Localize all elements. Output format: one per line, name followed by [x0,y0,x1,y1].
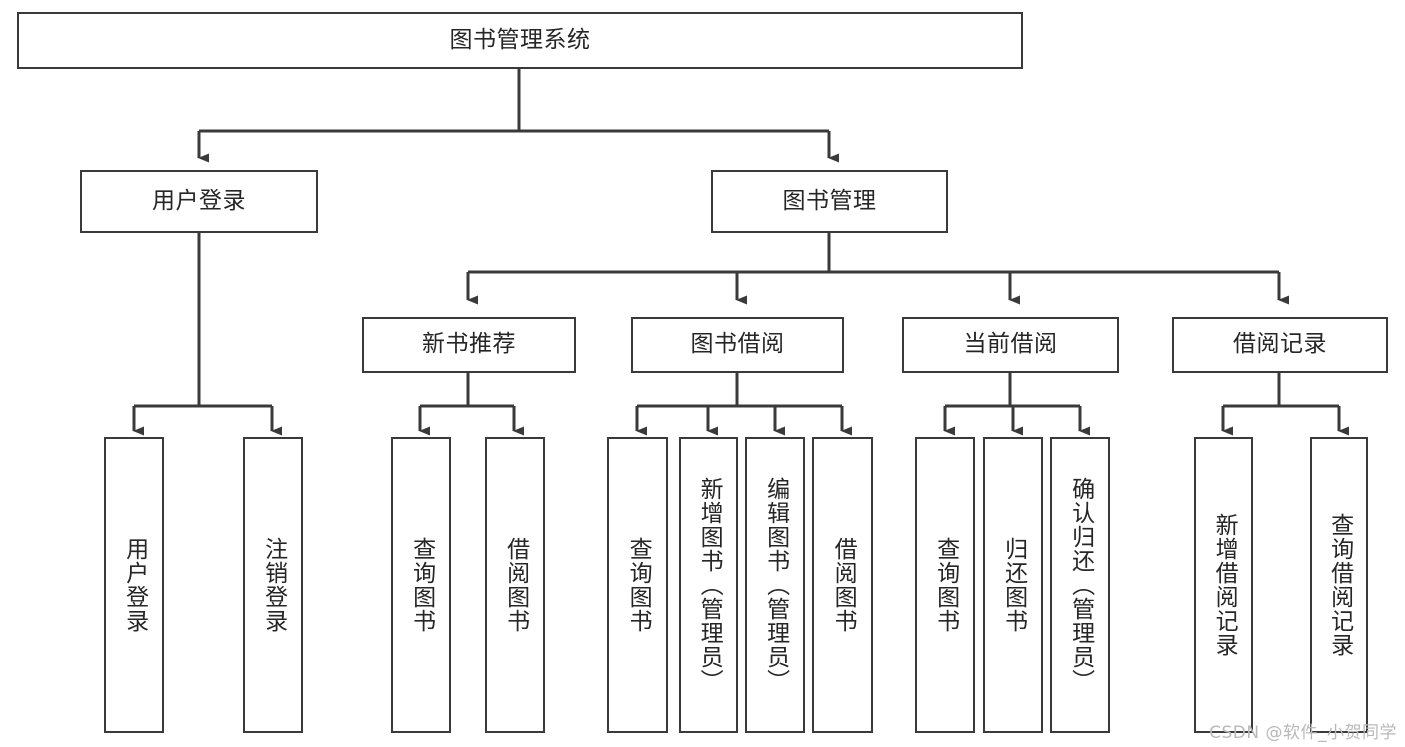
node-borrow-records[interactable]: 借阅记录 [1172,317,1388,373]
leaf-confirm-return-admin[interactable]: 确认归还（管理员） [1050,437,1110,733]
watermark-text: CSDN @软件_小贺同学 [1209,723,1397,743]
node-label: 查询借阅记录 [1326,513,1353,657]
leaf-user-login[interactable]: 用户登录 [104,437,164,733]
node-label: 查询图书 [408,537,435,633]
node-book-borrow[interactable]: 图书借阅 [631,317,844,373]
leaf-return-book[interactable]: 归还图书 [983,437,1043,733]
leaf-logout[interactable]: 注销登录 [243,437,303,733]
node-book-management[interactable]: 图书管理 [711,170,948,233]
node-label: 归还图书 [1000,537,1027,633]
node-label: 注销登录 [260,537,287,633]
node-label: 编辑图书（管理员） [762,477,789,693]
node-label: 图书管理 [782,187,877,214]
node-user-login[interactable]: 用户登录 [80,170,318,233]
leaf-query-book-current[interactable]: 查询图书 [915,437,975,733]
node-label: 新增图书（管理员） [696,477,723,693]
node-label: 新书推荐 [422,331,516,358]
leaf-add-book-admin[interactable]: 新增图书（管理员） [679,437,738,733]
node-label: 当前借阅 [963,331,1058,358]
node-label: 图书借阅 [690,331,785,358]
leaf-borrow-book[interactable]: 借阅图书 [812,437,873,733]
node-label: 用户登录 [152,187,246,214]
leaf-query-book-newbook[interactable]: 查询图书 [391,437,451,733]
leaf-query-borrow-record[interactable]: 查询借阅记录 [1310,437,1368,733]
leaf-query-book-borrow[interactable]: 查询图书 [607,437,668,733]
leaf-borrow-book-newbook[interactable]: 借阅图书 [485,437,545,733]
node-label: 新增借阅记录 [1211,513,1238,657]
node-label: 借阅图书 [502,537,529,633]
node-root-system[interactable]: 图书管理系统 [17,12,1023,69]
leaf-edit-book-admin[interactable]: 编辑图书（管理员） [745,437,805,733]
node-label: 查询图书 [932,537,959,633]
node-new-book-recommend[interactable]: 新书推荐 [362,317,576,373]
node-label: 借阅图书 [830,537,857,633]
node-label: 确认归还（管理员） [1067,477,1094,693]
node-label: 查询图书 [625,537,652,633]
node-label: 用户登录 [121,537,148,633]
node-current-borrow[interactable]: 当前借阅 [902,317,1119,373]
node-label: 图书管理系统 [449,26,591,53]
node-label: 借阅记录 [1233,331,1327,358]
leaf-add-borrow-record[interactable]: 新增借阅记录 [1194,437,1253,733]
